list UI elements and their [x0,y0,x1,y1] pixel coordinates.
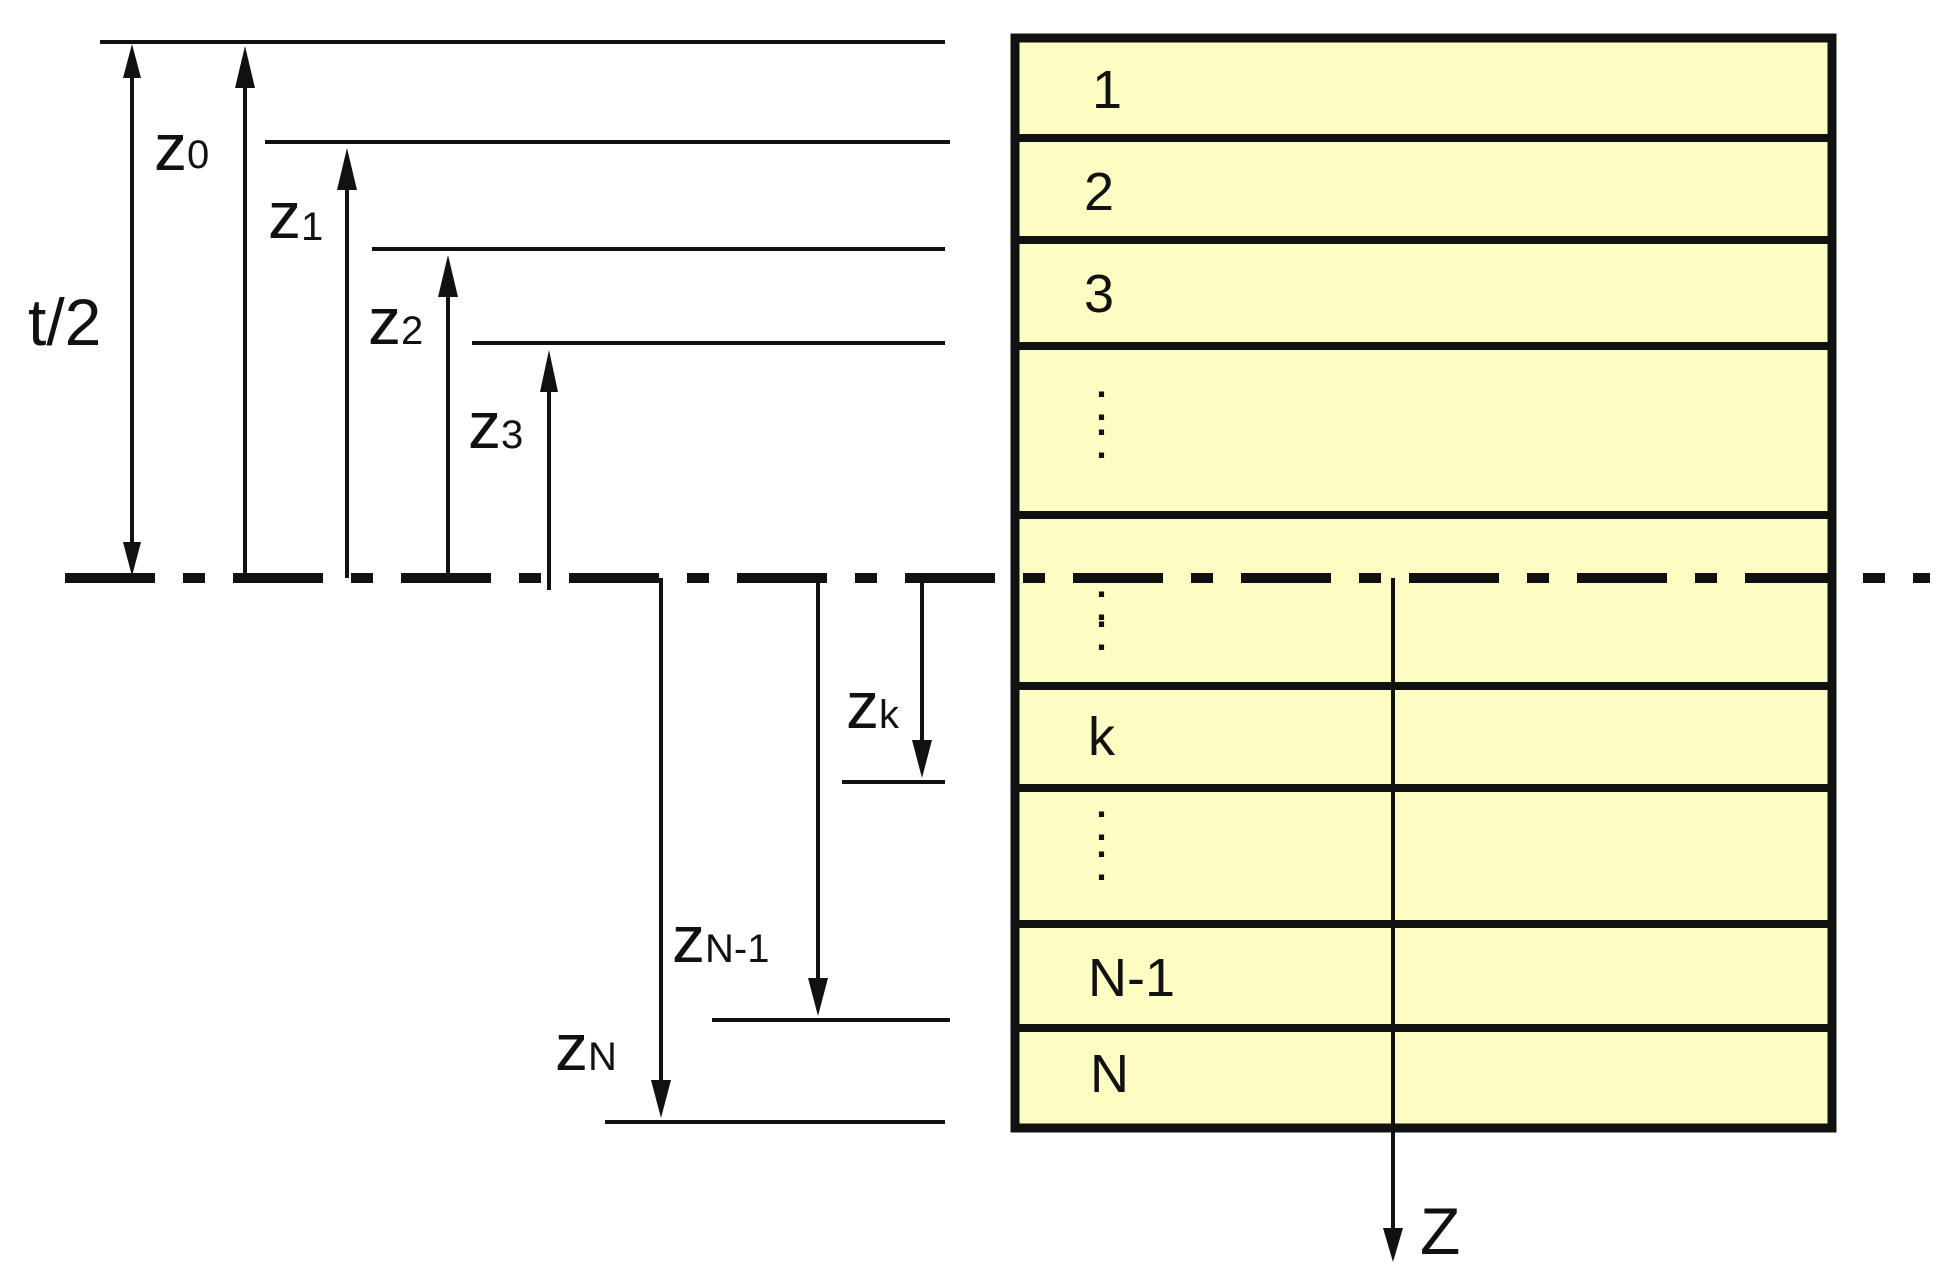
half-thickness-dimension [123,44,141,576]
layer-label-3: 3 [1084,264,1114,324]
z1-arrow [337,148,357,578]
layer-label-k: k [1088,707,1116,767]
zk-label: zk [846,668,900,742]
zk-arrow [912,578,932,778]
layer-ellipsis: : [1094,372,1109,432]
zn-arrow [651,578,671,1118]
layer-ellipsis: : [1094,602,1109,662]
z0-arrow [235,46,255,578]
layer-ellipsis: : [1094,792,1109,852]
z3-arrow [540,350,558,590]
z2-label: z2 [368,284,423,358]
z-axis-label: Z [1420,1194,1460,1268]
z2-arrow [438,255,458,578]
layer-ellipsis: : [1094,410,1109,470]
half-thickness-label: t/2 [28,285,101,359]
z-axis-arrowhead [1383,1228,1403,1262]
zn-1-label: zN-1 [672,902,769,976]
z1-label: z1 [268,178,323,252]
zn-label: zN [555,1010,617,1084]
layer-label-1: 1 [1092,60,1122,120]
z0-label: z0 [154,110,209,184]
layer-ellipsis: : [1094,832,1109,892]
layer-label-n: N [1090,1044,1129,1104]
zn-1-arrow [808,578,828,1016]
layer-label-2: 2 [1084,162,1114,222]
z3-label: z3 [468,388,523,462]
layer-ellipsis: : [1094,572,1109,632]
layer-label-n-1: N-1 [1088,948,1175,1008]
